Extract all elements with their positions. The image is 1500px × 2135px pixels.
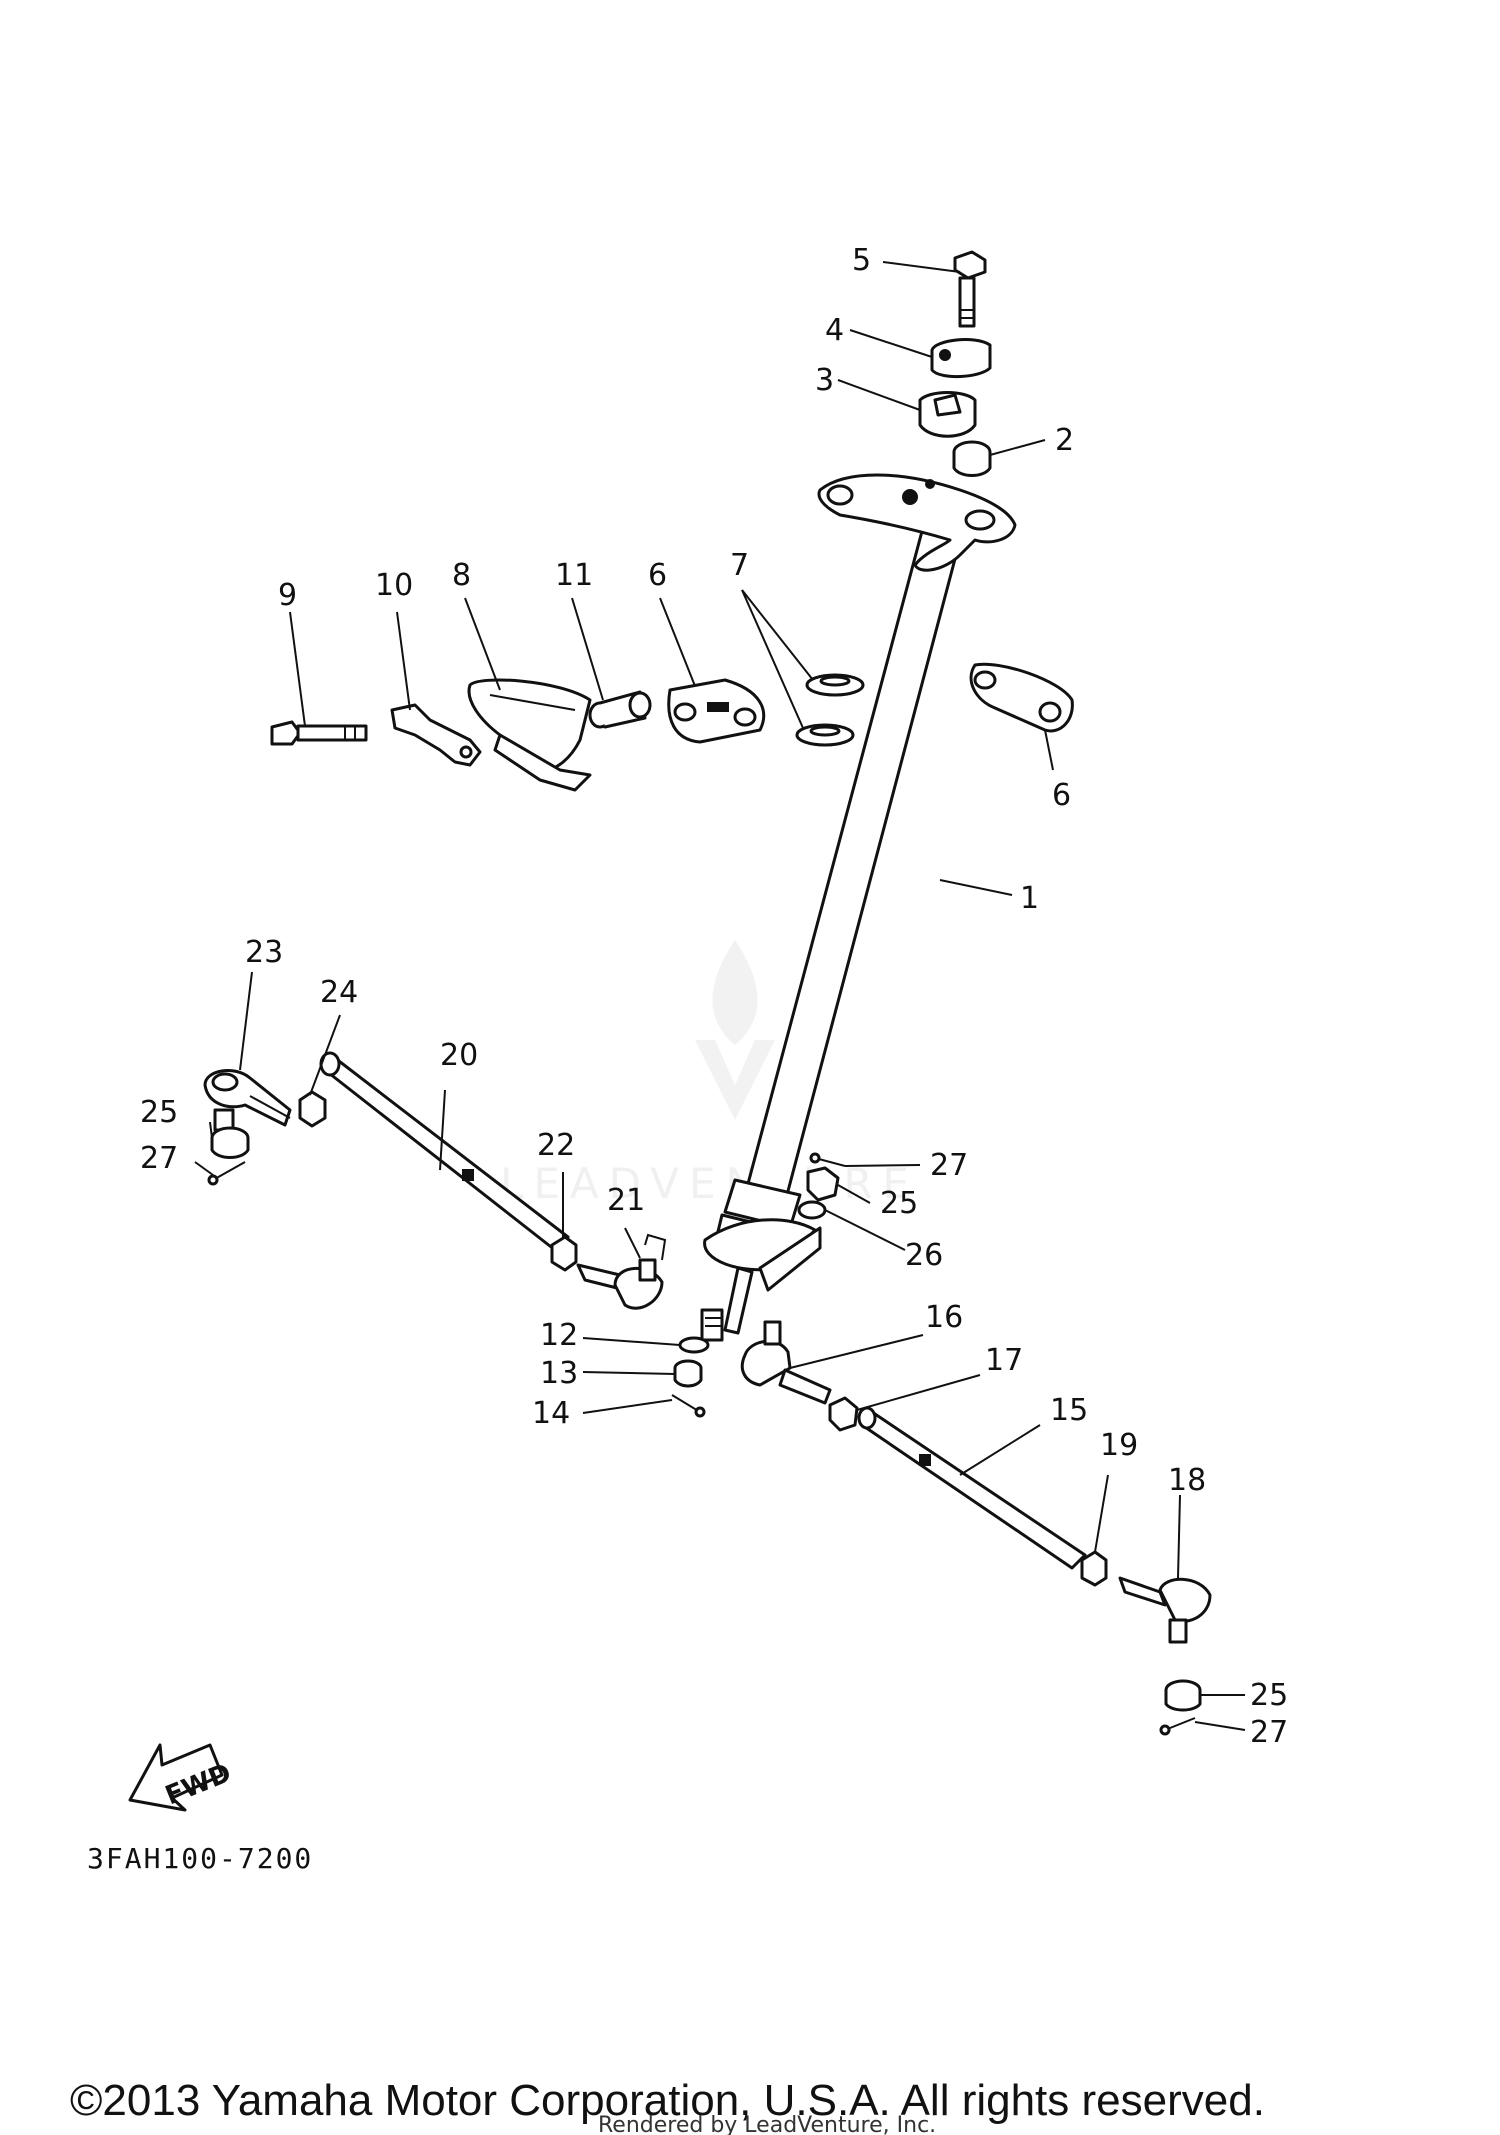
guide-part-8 bbox=[467, 678, 592, 792]
label-part-9: 9 bbox=[278, 578, 297, 613]
copyright-text: ©2013 Yamaha Motor Corporation, U.S.A. A… bbox=[70, 2076, 1265, 2125]
castle-nut-part-25-right bbox=[1164, 1679, 1202, 1712]
nut-part-17 bbox=[828, 1396, 859, 1432]
bolt-part-5 bbox=[953, 250, 987, 328]
cotter-pin-part-14 bbox=[671, 1394, 706, 1418]
castle-nut-part-25-left bbox=[210, 1126, 250, 1159]
label-part-6-left: 6 bbox=[648, 558, 667, 593]
label-part-18: 18 bbox=[1168, 1463, 1206, 1498]
label-part-27-right: 27 bbox=[1250, 1715, 1288, 1750]
bolt-part-9 bbox=[270, 720, 368, 746]
nut-part-22 bbox=[550, 1235, 578, 1272]
part-labels: 5 4 3 2 9 10 8 11 6 7 6 1 23 24 20 22 21… bbox=[140, 243, 1288, 1750]
tie-rod-end-part-16 bbox=[740, 1320, 832, 1405]
label-part-24: 24 bbox=[320, 975, 358, 1010]
label-part-11: 11 bbox=[555, 558, 593, 593]
label-part-15: 15 bbox=[1050, 1393, 1088, 1428]
tie-rod-end-part-23 bbox=[203, 1069, 292, 1132]
washer-part-12 bbox=[678, 1336, 710, 1354]
label-part-10: 10 bbox=[375, 568, 413, 603]
nut-part-13 bbox=[673, 1359, 703, 1388]
cotter-pin-part-27-mid bbox=[809, 1152, 846, 1167]
label-part-14: 14 bbox=[532, 1396, 570, 1431]
upper-holder-part-3 bbox=[918, 391, 977, 438]
castle-nut-part-25-mid bbox=[806, 1166, 840, 1202]
steering-top-bracket bbox=[817, 473, 1017, 572]
fwd-arrow-icon: FWD bbox=[128, 1743, 236, 1812]
label-part-13: 13 bbox=[540, 1356, 578, 1391]
cotter-pin-part-27-right bbox=[1159, 1717, 1196, 1736]
tie-rod-part-20 bbox=[319, 1051, 570, 1252]
label-part-25-right: 25 bbox=[1250, 1678, 1288, 1713]
diagram-code: 3FAH100-7200 bbox=[87, 1842, 313, 1875]
clamp-part-4 bbox=[930, 338, 992, 379]
nut-part-19 bbox=[1080, 1550, 1108, 1587]
label-part-7: 7 bbox=[730, 548, 749, 583]
label-part-23: 23 bbox=[245, 935, 283, 970]
label-part-16: 16 bbox=[925, 1300, 963, 1335]
label-part-4: 4 bbox=[825, 313, 844, 348]
tie-rod-end-part-18 bbox=[1118, 1576, 1212, 1644]
label-part-2: 2 bbox=[1055, 423, 1074, 458]
label-part-25-left: 25 bbox=[140, 1095, 178, 1130]
label-part-27-left: 27 bbox=[140, 1141, 178, 1176]
cap-part-2 bbox=[952, 440, 992, 477]
label-part-22: 22 bbox=[537, 1128, 575, 1163]
holder-part-6-left bbox=[667, 678, 766, 744]
label-part-25-mid: 25 bbox=[880, 1186, 918, 1221]
label-part-12: 12 bbox=[540, 1318, 578, 1353]
holder-part-6-right bbox=[969, 662, 1074, 733]
label-part-19: 19 bbox=[1100, 1428, 1138, 1463]
watermark-logo: LEADVENTURE bbox=[500, 940, 919, 1208]
label-part-8: 8 bbox=[452, 558, 471, 593]
label-part-3: 3 bbox=[815, 363, 834, 398]
label-part-17: 17 bbox=[985, 1343, 1023, 1378]
label-part-1: 1 bbox=[1020, 881, 1039, 916]
label-part-21: 21 bbox=[607, 1183, 645, 1218]
washer-part-26 bbox=[797, 1200, 827, 1220]
label-part-27-mid: 27 bbox=[930, 1148, 968, 1183]
collar-part-11 bbox=[588, 690, 652, 729]
label-part-6-right: 6 bbox=[1052, 778, 1071, 813]
tie-rod-part-15 bbox=[857, 1406, 1087, 1570]
leader-lines bbox=[194, 261, 1246, 1731]
washers-part-7 bbox=[795, 673, 865, 747]
label-part-26: 26 bbox=[905, 1238, 943, 1273]
label-part-20: 20 bbox=[440, 1038, 478, 1073]
label-part-5: 5 bbox=[852, 243, 871, 278]
nut-part-24 bbox=[298, 1090, 327, 1128]
tie-rod-end-part-21 bbox=[576, 1233, 667, 1310]
bracket-part-10 bbox=[390, 703, 482, 767]
steering-column-shaft bbox=[700, 518, 962, 1342]
rendered-by-text: Rendered by LeadVenture, Inc. bbox=[598, 2113, 936, 2135]
watermark-text: LEADVENTURE bbox=[500, 1159, 919, 1208]
cotter-pin-part-27-left bbox=[207, 1161, 246, 1186]
